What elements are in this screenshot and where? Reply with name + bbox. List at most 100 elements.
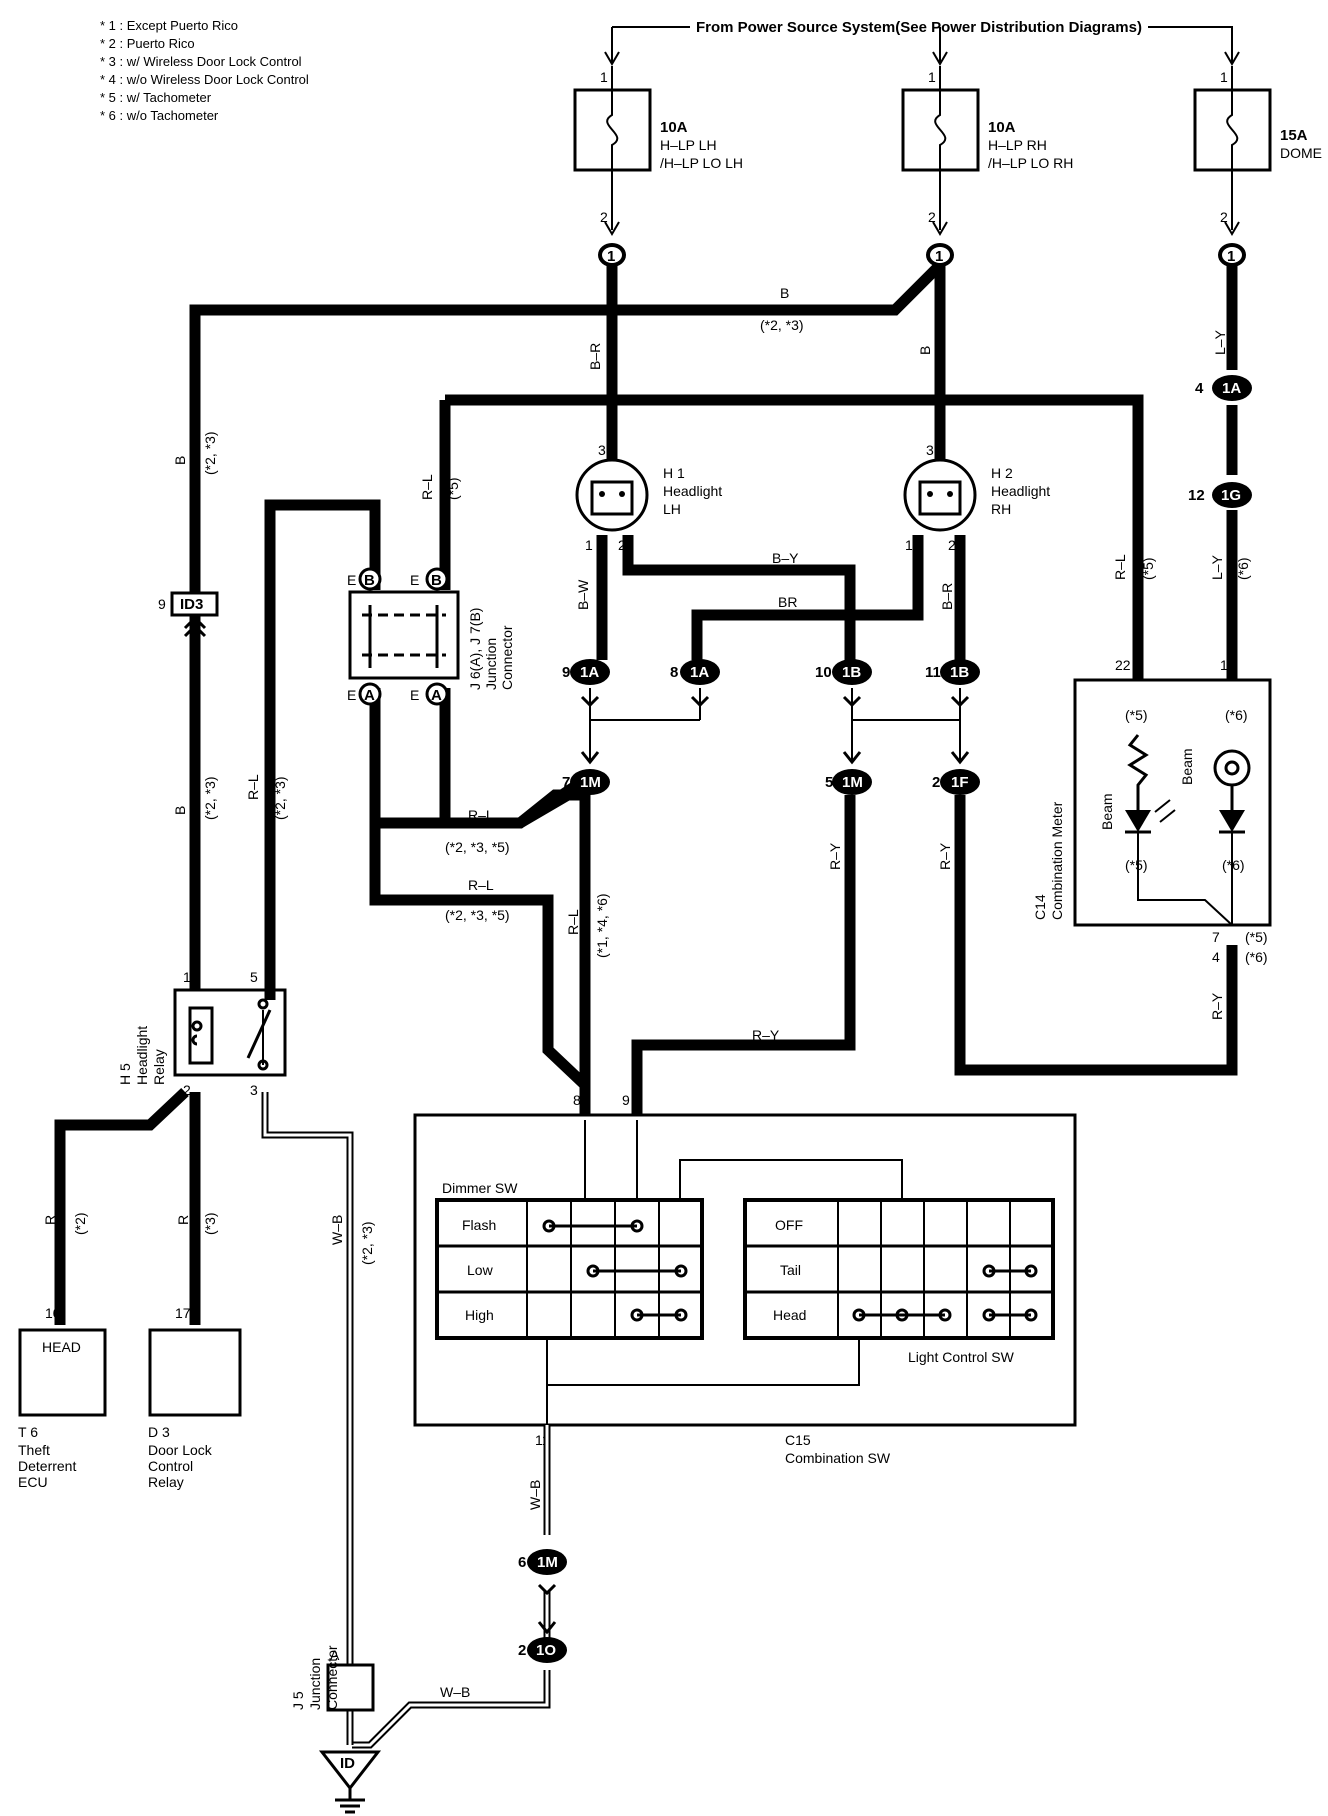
svg-text:1: 1	[607, 248, 615, 265]
svg-text:Headlight: Headlight	[663, 483, 722, 499]
fuse-lh: 1 10A H–LP LH /H–LP LO LH 2	[573, 66, 743, 236]
svg-text:2: 2	[600, 209, 608, 225]
svg-text:4: 4	[1195, 380, 1204, 397]
svg-text:(*2): (*2)	[72, 1212, 88, 1235]
svg-text:B–R: B–R	[587, 343, 603, 370]
note-1: * 1 : Except Puerto Rico	[100, 18, 238, 33]
svg-text:8: 8	[670, 664, 678, 681]
headlight-h1: 3 1 2 H 1 Headlight LH	[575, 442, 722, 553]
svg-text:6: 6	[518, 1554, 526, 1571]
svg-text:(*6): (*6)	[1245, 949, 1268, 965]
svg-text:(*2, *3): (*2, *3)	[202, 776, 218, 820]
svg-text:(*5): (*5)	[1125, 857, 1148, 873]
svg-text:E: E	[347, 572, 356, 588]
svg-text:Theft: Theft	[18, 1442, 50, 1458]
svg-text:(*2, *3): (*2, *3)	[760, 317, 804, 333]
svg-text:(*2, *3, *5): (*2, *3, *5)	[445, 907, 510, 923]
connector-1g-dome: 12 1G	[1188, 482, 1252, 508]
svg-text:ECU: ECU	[18, 1474, 48, 1490]
svg-text:1A: 1A	[580, 664, 599, 681]
svg-text:R–L: R–L	[245, 774, 261, 800]
svg-text:R–Y: R–Y	[937, 842, 953, 870]
junction-connector-j6-j7: E B E B E A E A J 6(A), J 7(B) Junction …	[347, 567, 515, 706]
svg-text:DOME: DOME	[1280, 145, 1322, 161]
svg-text:3: 3	[250, 1082, 258, 1098]
svg-text:10: 10	[45, 1305, 61, 1321]
svg-text:17: 17	[175, 1305, 191, 1321]
svg-text:B: B	[780, 285, 789, 301]
svg-text:Combination Meter: Combination Meter	[1049, 801, 1065, 920]
svg-text:7: 7	[1212, 929, 1220, 945]
fuse-dome: 1 15A DOME 2	[1193, 66, 1322, 236]
svg-text:10A: 10A	[988, 119, 1016, 136]
svg-text:5: 5	[825, 774, 833, 791]
svg-text:B–W: B–W	[575, 579, 591, 610]
door-lock-control-relay-d3: 17 D 3 Door Lock Control Relay	[148, 1305, 242, 1490]
ground-id: ID	[318, 1750, 382, 1814]
connector-1-rh: 1	[926, 243, 954, 267]
combination-meter-c14: 22 1 (*5) (*6) Beam Beam (*5) (*6) C14 C…	[1032, 657, 1272, 965]
wb-wires	[261, 1092, 551, 1749]
svg-text:(*2, *3): (*2, *3)	[272, 776, 288, 820]
svg-text:Relay: Relay	[148, 1474, 184, 1490]
svg-text:R: R	[175, 1215, 191, 1225]
connector-1m-bottom: 6 1M	[518, 1549, 567, 1596]
svg-text:1M: 1M	[842, 774, 863, 791]
svg-text:Relay: Relay	[151, 1049, 167, 1085]
svg-text:3: 3	[926, 442, 934, 458]
svg-text:7: 7	[562, 774, 570, 791]
svg-text:Head: Head	[773, 1307, 806, 1323]
svg-text:(*5): (*5)	[445, 477, 461, 500]
svg-text:HEAD: HEAD	[42, 1339, 81, 1355]
svg-text:E: E	[410, 687, 419, 703]
svg-text:B: B	[364, 572, 375, 589]
svg-text:/H–LP LO RH: /H–LP LO RH	[988, 155, 1073, 171]
svg-text:ID: ID	[340, 1755, 355, 1772]
svg-text:B: B	[172, 806, 188, 815]
svg-text:J 5: J 5	[290, 1691, 306, 1710]
power-source-label: From Power Source System(See Power Distr…	[696, 19, 1142, 36]
svg-text:H 5: H 5	[117, 1063, 133, 1085]
svg-text:R–L: R–L	[468, 877, 494, 893]
fuse-rh: 1 10A H–LP RH /H–LP LO RH 2	[901, 27, 1073, 236]
svg-text:(*6): (*6)	[1235, 557, 1251, 580]
thick-wires	[54, 258, 1238, 1325]
svg-text:Flash: Flash	[462, 1217, 496, 1233]
svg-text:2: 2	[1220, 209, 1228, 225]
svg-text:2: 2	[618, 537, 626, 553]
svg-text:W–B: W–B	[329, 1215, 345, 1245]
svg-text:1: 1	[1220, 657, 1228, 673]
svg-text:Headlight: Headlight	[991, 483, 1050, 499]
light-sw-title: Light Control SW	[908, 1349, 1015, 1365]
headlight-h2: 3 1 2 H 2 Headlight RH	[903, 442, 1050, 553]
dimmer-sw-table: Flash Low High	[435, 1198, 704, 1340]
svg-text:22: 22	[1115, 657, 1131, 673]
connector-1-dome: 1	[1218, 243, 1246, 267]
svg-text:(*5): (*5)	[1125, 707, 1148, 723]
svg-text:R–L: R–L	[1112, 554, 1128, 580]
svg-text:4: 4	[1212, 949, 1220, 965]
svg-text:/H–LP LO LH: /H–LP LO LH	[660, 155, 743, 171]
svg-text:1B: 1B	[842, 664, 861, 681]
svg-text:Beam: Beam	[1099, 793, 1115, 830]
svg-text:1: 1	[1227, 248, 1235, 265]
svg-text:B: B	[431, 572, 442, 589]
svg-text:1: 1	[183, 969, 191, 985]
svg-text:R–L: R–L	[468, 807, 494, 823]
svg-text:H 1: H 1	[663, 465, 685, 481]
connector-row-1a-1b: 9 1A 8 1A 10 1B 11 1B	[562, 659, 980, 760]
svg-text:W–B: W–B	[440, 1684, 470, 1700]
svg-text:(*6): (*6)	[1225, 707, 1248, 723]
note-6: * 6 : w/o Tachometer	[100, 108, 219, 123]
svg-text:1: 1	[1220, 69, 1228, 85]
wire-labels: B (*2, *3) B–R B L–Y B (*2, *3) R–L (*5)…	[42, 285, 1251, 1700]
power-source-line: From Power Source System(See Power Distr…	[604, 19, 1240, 66]
svg-text:E: E	[347, 687, 356, 703]
svg-text:Tail: Tail	[780, 1262, 801, 1278]
svg-text:(*3): (*3)	[202, 1212, 218, 1235]
svg-text:Beam: Beam	[1179, 748, 1195, 785]
svg-text:1: 1	[600, 69, 608, 85]
connector-1-lh: 1	[598, 243, 626, 267]
svg-text:(*5): (*5)	[1140, 557, 1156, 580]
note-4: * 4 : w/o Wireless Door Lock Control	[100, 72, 309, 87]
